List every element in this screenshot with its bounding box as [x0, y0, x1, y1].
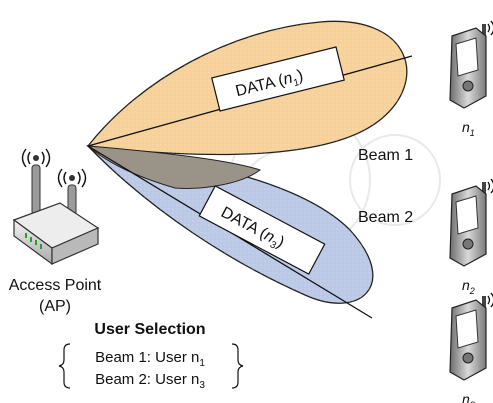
- beam-2-label: Beam 2: [358, 209, 413, 226]
- access-point-label-line1: Access Point: [9, 277, 102, 294]
- data-packet-box-1: DATA (n1): [211, 46, 345, 112]
- device-label: n1: [462, 119, 475, 138]
- pda-device-icon: [449, 292, 493, 381]
- device-label: n3: [462, 391, 475, 403]
- svg-text:Beam 2: User n3: Beam 2: User n3: [95, 371, 205, 391]
- pda-device-icon: [449, 178, 493, 267]
- selection-beam-2-sub: 3: [199, 380, 205, 391]
- user-devices: n1 n2 n3: [449, 20, 493, 403]
- data-label-1-sub: 1: [292, 77, 300, 89]
- signal-waves-icon: [21, 148, 87, 188]
- access-point: Access Point (AP): [9, 148, 102, 315]
- device-label: n2: [462, 277, 475, 296]
- pda-device-icon: [449, 20, 493, 109]
- selection-beam-1: Beam 1: User n: [95, 349, 199, 366]
- user-selection-title: User Selection: [94, 321, 205, 338]
- router-icon: [12, 202, 100, 266]
- data-label-2-sub: 3: [268, 239, 278, 252]
- right-brace: [231, 343, 244, 389]
- svg-text:Beam 1: User n1: Beam 1: User n1: [95, 349, 205, 369]
- selection-beam-1-sub: 1: [199, 358, 205, 369]
- selection-beam-2: Beam 2: User n: [95, 371, 199, 388]
- access-point-label-line2: (AP): [39, 298, 71, 315]
- left-brace: [58, 343, 71, 389]
- beam-1-label: Beam 1: [358, 147, 413, 164]
- user-selection: User Selection Beam 1: User n1 Beam 2: U…: [58, 321, 244, 391]
